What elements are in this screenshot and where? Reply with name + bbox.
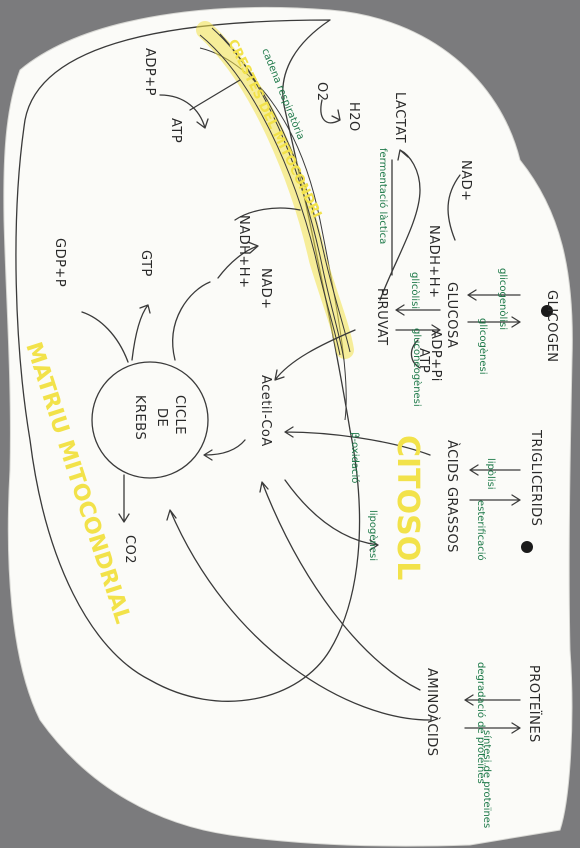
arrow-o2-to-h2o — [320, 99, 341, 124]
krebs-label-de: DE — [154, 408, 169, 427]
krebs-label-krebs: KREBS — [132, 395, 147, 440]
arrow-piruvat-to-glucosa — [395, 324, 441, 336]
arrow-nad-to-krebs — [172, 281, 211, 361]
arrow-piruvat-to-lactat — [379, 149, 421, 301]
arrow-nadh-to-chain — [234, 207, 301, 221]
label-adp-p: ADP+P — [142, 48, 157, 96]
label-nad-plus: NAD+ — [258, 268, 273, 310]
arrow-acids-to-acetilcoa — [284, 426, 431, 456]
crests-curve-1 — [199, 34, 341, 356]
arrow-adp-atp-cycle — [410, 339, 421, 369]
process-gluconeogenesi: gluconeogènesi — [411, 328, 423, 407]
crests-band-highlight — [196, 21, 354, 359]
arrow-gtp-out — [131, 304, 151, 361]
heading-proteines: PROTEÏNES — [526, 665, 542, 743]
arrow-adp-to-atp — [159, 94, 209, 129]
arrow-nad-cycle — [447, 174, 461, 241]
label-gtp: GTP — [138, 250, 153, 277]
label-atp: ATP — [168, 118, 183, 143]
label-nad-plus-top: NAD+ — [458, 160, 473, 202]
heading-glicogen: GLICOGEN — [544, 290, 559, 362]
heading-triglicerids: TRIGLICERIDS — [528, 429, 543, 526]
label-gdp-p: GDP+P — [52, 238, 67, 287]
process-degradacio-proteines: degradació de proteïnes — [475, 662, 487, 784]
process-lipolisi: lipòlisi — [485, 458, 497, 490]
label-piruvat: PIRUVAT — [374, 288, 389, 346]
label-nadh-small: NADH+H+ — [426, 225, 441, 298]
label-o2: O2 — [314, 82, 329, 102]
label-acetil-coa: Acetil-CoA — [258, 375, 273, 447]
arrow-amino-to-prot — [464, 722, 521, 734]
process-sintesi-proteines: síntesi de proteïnes — [481, 730, 493, 828]
arrow-amino-to-acetilcoa — [259, 481, 421, 691]
process-glicogenesi: glicogènesi — [477, 318, 489, 375]
arrow-glucosa-to-glicogen — [467, 316, 521, 328]
label-acids-grassos: ÀCIDS GRASSOS — [444, 440, 460, 553]
arrow-trig-to-acids — [469, 464, 521, 476]
label-co2: CO2 — [122, 535, 137, 564]
process-fermentacio-lactica: fermentació làctica — [377, 148, 389, 244]
binder-hole-top — [541, 305, 553, 317]
arrow-glucosa-to-piruvat — [395, 304, 441, 316]
arrow-atp-synthase — [189, 79, 241, 111]
label-nadh-h: NADH+H+ — [236, 215, 251, 288]
arrow-acids-to-trig — [469, 494, 521, 506]
paper-sheet — [3, 7, 573, 847]
arrow-piruvat-to-acetilcoa — [274, 329, 356, 381]
compartment-citosol: CITOSOL — [390, 435, 425, 580]
krebs-cycle-circle — [91, 361, 209, 479]
arrow-prot-to-amino — [464, 694, 521, 706]
label-adp-pi: ADP+Pi — [428, 330, 443, 382]
arrow-amino-to-krebs — [166, 509, 431, 721]
krebs-label-cicle: CICLE — [172, 395, 187, 435]
process-glicogenolisi: glicogenòlisi — [497, 268, 509, 330]
arrow-glicogen-to-glucosa — [467, 289, 521, 301]
arrow-acetilcoa-to-acids — [284, 479, 379, 551]
binder-hole-bottom — [521, 541, 533, 553]
label-h2o: H2O — [346, 102, 361, 132]
label-aminoacids: AMINOÀCIDS — [424, 668, 440, 757]
arrow-acetilcoa-to-krebs — [203, 439, 246, 461]
crests-curve-3 — [219, 33, 345, 361]
label-atp-small: ATP — [416, 348, 431, 373]
process-lipogenesi: lipogènesi — [367, 510, 379, 561]
arrow-gdp-to-gtp — [81, 311, 129, 363]
arrow-krebs-to-co2 — [118, 474, 130, 523]
label-lactat: LACTAT — [392, 92, 407, 143]
process-glicolisi: glicòlisi — [409, 272, 421, 309]
process-beta-oxidacio: β-oxidació — [349, 432, 361, 483]
arrow-nadh-out — [217, 241, 259, 279]
process-esterificacio: esterificació — [475, 500, 487, 561]
label-glucosa: GLUCOSA — [444, 282, 459, 348]
